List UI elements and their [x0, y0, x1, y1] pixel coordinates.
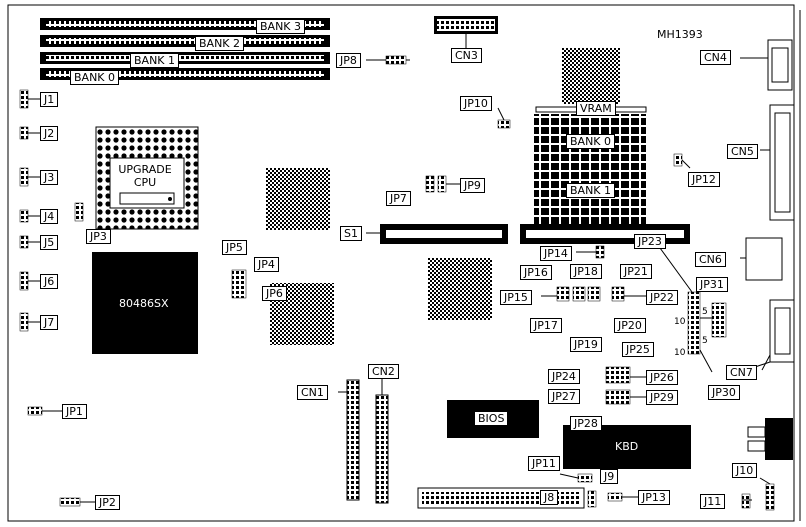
jp29-label: JP29: [646, 390, 678, 405]
pin-10-lower: 10: [674, 348, 686, 358]
jp8-label: JP8: [336, 53, 361, 68]
cn2-label: CN2: [368, 364, 399, 379]
cn1-label: CN1: [297, 385, 328, 400]
vram-label: VRAM: [576, 101, 616, 116]
cn5-label: CN5: [727, 144, 758, 159]
upgrade-cpu-label: UPGRADE CPU: [118, 163, 172, 189]
jp5-label: JP5: [222, 240, 247, 255]
j10-label: J10: [732, 463, 758, 478]
vram-bank-1-label: BANK 1: [566, 183, 616, 198]
jp4-label: JP4: [254, 257, 279, 272]
j2-label: J2: [40, 126, 59, 141]
jp27-label: JP27: [548, 389, 580, 404]
cn6-label: CN6: [695, 252, 726, 267]
jp1-label: JP1: [62, 404, 87, 419]
jp24-label: JP24: [548, 369, 580, 384]
j3-label: J3: [40, 170, 59, 185]
jp17-label: JP17: [530, 318, 562, 333]
memory-bank-1-label: BANK 1: [130, 53, 180, 68]
vram-array: [534, 106, 647, 224]
board-outline: [7, 4, 795, 522]
j11-label: J11: [700, 494, 726, 509]
j5-label: J5: [40, 235, 59, 250]
cpu-80486sx: [92, 252, 198, 354]
j7-label: J7: [40, 315, 59, 330]
bios-label: BIOS: [474, 411, 509, 426]
cn3-label: CN3: [451, 48, 482, 63]
jp18-label: JP18: [570, 264, 602, 279]
jp31-label: JP31: [696, 277, 728, 292]
jp19-label: JP19: [570, 337, 602, 352]
j6-label: J6: [40, 274, 59, 289]
pin-5-upper: 5: [702, 307, 708, 317]
drawing-id: MH1393: [657, 28, 703, 41]
leader-lines: [28, 59, 771, 503]
s1-label: S1: [340, 226, 362, 241]
pin-5-lower: 5: [702, 336, 708, 346]
jp7-label: JP7: [386, 191, 411, 206]
pin-10-upper: 10: [674, 317, 686, 327]
kbd-label: KBD: [615, 440, 639, 453]
jp9-label: JP9: [460, 178, 485, 193]
jp6-label: JP6: [262, 286, 287, 301]
jp10-label: JP10: [460, 96, 492, 111]
j4-label: J4: [40, 209, 59, 224]
j8-label: J8: [540, 490, 559, 505]
memory-bank-3-label: BANK 3: [256, 19, 306, 34]
jp22-label: JP22: [646, 290, 678, 305]
vram-bank-0-label: BANK 0: [566, 134, 616, 149]
jumper-blocks: [19, 55, 775, 511]
cn4-label: CN4: [700, 50, 731, 65]
jp14-label: JP14: [540, 246, 572, 261]
jp25-label: JP25: [622, 342, 654, 357]
cn7-label: CN7: [726, 365, 757, 380]
jp15-label: JP15: [500, 290, 532, 305]
memory-bank-2-label: BANK 2: [195, 36, 245, 51]
cpu-80486sx-label: 80486SX: [119, 297, 169, 310]
jp13-label: JP13: [638, 490, 670, 505]
jp12-label: JP12: [688, 172, 720, 187]
jp30-label: JP30: [708, 385, 740, 400]
jp16-label: JP16: [520, 265, 552, 280]
jp28-label: JP28: [570, 416, 602, 431]
jp21-label: JP21: [620, 264, 652, 279]
j9-label: J9: [600, 469, 619, 484]
memory-bank-0-label: BANK 0: [70, 70, 120, 85]
jp3-label: JP3: [86, 229, 111, 244]
jp11-label: JP11: [528, 456, 560, 471]
jp23-label: JP23: [634, 234, 666, 249]
jp26-label: JP26: [646, 370, 678, 385]
jp2-label: JP2: [95, 495, 120, 510]
kbd-chip: [563, 425, 691, 469]
jp20-label: JP20: [614, 318, 646, 333]
j1-label: J1: [40, 92, 59, 107]
